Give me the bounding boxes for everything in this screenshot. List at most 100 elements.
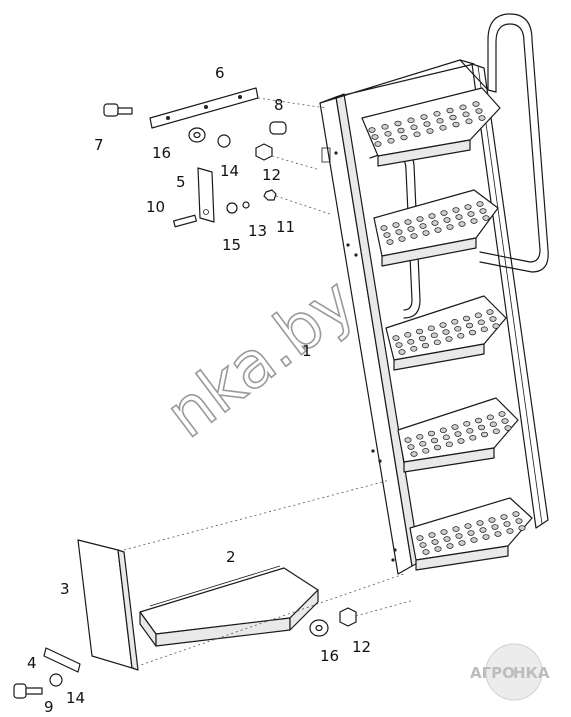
plate	[77, 539, 139, 671]
perforation-hole	[443, 536, 451, 542]
ladder-frame	[319, 59, 549, 575]
perforation-hole	[464, 204, 472, 210]
perforation-hole	[486, 309, 494, 315]
perforation-hole	[430, 332, 438, 339]
perforation-hole	[407, 117, 415, 124]
perforation-hole	[392, 335, 400, 341]
perforation-hole	[418, 335, 427, 342]
perforation-hole	[442, 434, 450, 441]
label-16-bottom: 16	[320, 647, 339, 665]
callout-labels: 1 2 3 4 5 6 7 8 9 10 11 12 12 13 14 14 1…	[27, 64, 371, 716]
perforation-hole	[477, 319, 485, 326]
logo-right-text: НКА	[513, 664, 550, 682]
perforation-hole	[386, 239, 394, 245]
label-12-top: 12	[262, 166, 281, 184]
label-6: 6	[215, 64, 225, 82]
perforation-hole	[446, 107, 454, 114]
perforation-hole	[504, 425, 512, 431]
perforation-hole	[457, 438, 465, 444]
label-12-bottom: 12	[352, 638, 371, 656]
perforation-hole	[465, 322, 474, 329]
perforation-hole	[440, 210, 448, 216]
perforation-hole	[392, 222, 400, 228]
perforation-hole	[423, 121, 431, 127]
perforation-hole	[398, 349, 406, 355]
perforation-hole	[512, 511, 520, 517]
perforation-hole	[436, 118, 444, 124]
label-14-bottom: 14	[66, 689, 85, 707]
perforation-hole	[433, 444, 442, 451]
perforation-hole	[431, 220, 439, 226]
perforation-hole	[434, 546, 442, 552]
perforation-hole	[427, 430, 436, 437]
perforation-hole	[433, 111, 441, 117]
perforation-hole	[463, 421, 471, 427]
perforation-hole	[474, 312, 482, 319]
perforation-hole	[476, 520, 484, 526]
perforation-hole	[397, 127, 405, 134]
perforation-hole	[455, 533, 463, 539]
perforation-hole	[477, 424, 486, 431]
perforation-hole	[440, 529, 448, 535]
perforation-hole	[410, 451, 418, 457]
label-10: 10	[146, 198, 165, 216]
perforation-hole	[492, 323, 500, 329]
label-9: 9	[44, 698, 54, 716]
perforation-hole	[503, 521, 511, 527]
perforation-hole	[434, 227, 442, 233]
perforation-hole	[431, 539, 439, 545]
perforation-hole	[368, 127, 376, 133]
perforation-hole	[395, 229, 403, 235]
perforation-hole	[501, 418, 509, 424]
perforation-hole	[443, 217, 451, 223]
perforation-hole	[458, 221, 466, 227]
label-4: 4	[27, 654, 37, 672]
perforation-hole	[439, 125, 447, 131]
perforation-hole	[449, 114, 457, 121]
watermark: nka.by	[152, 264, 369, 454]
perforation-hole	[387, 138, 395, 144]
perforation-hole	[439, 427, 447, 434]
label-11: 11	[276, 218, 295, 236]
perforation-hole	[462, 315, 471, 322]
perforation-hole	[479, 208, 487, 214]
ladder-steps	[148, 87, 533, 629]
perforation-hole	[465, 118, 473, 125]
perforation-hole	[428, 213, 436, 219]
perforation-hole	[466, 428, 474, 434]
perforation-hole	[407, 444, 415, 450]
perforation-hole	[419, 542, 427, 548]
perforation-hole	[498, 411, 506, 417]
label-3: 3	[60, 580, 70, 598]
perforation-hole	[454, 431, 462, 437]
perforation-hole	[489, 316, 497, 322]
perforation-hole	[445, 336, 453, 342]
perforation-hole	[464, 523, 472, 529]
perforation-hole	[474, 417, 483, 424]
perforation-hole	[433, 339, 441, 346]
perforation-hole	[404, 332, 412, 338]
bracket	[197, 167, 215, 223]
perforation-hole	[374, 141, 382, 147]
perforation-hole	[380, 225, 388, 231]
perforation-hole	[422, 448, 430, 454]
perforation-hole	[446, 224, 454, 230]
perforation-hole	[491, 524, 499, 530]
perforation-hole	[454, 326, 462, 332]
perforation-hole	[494, 531, 502, 537]
perforation-hole	[470, 537, 478, 543]
perforation-hole	[472, 101, 480, 107]
perforation-hole	[452, 526, 460, 532]
perforation-hole	[407, 226, 415, 232]
perforation-hole	[458, 540, 466, 546]
perforation-hole	[383, 232, 391, 238]
perforation-hole	[422, 230, 430, 236]
perforation-hole	[469, 435, 477, 441]
perforation-hole	[515, 518, 523, 524]
perforation-hole	[420, 114, 428, 120]
perforation-hole	[467, 530, 475, 536]
perforation-hole	[518, 525, 526, 531]
perforation-hole	[452, 121, 460, 128]
perforation-hole	[482, 215, 490, 221]
perforation-hole	[398, 236, 406, 242]
